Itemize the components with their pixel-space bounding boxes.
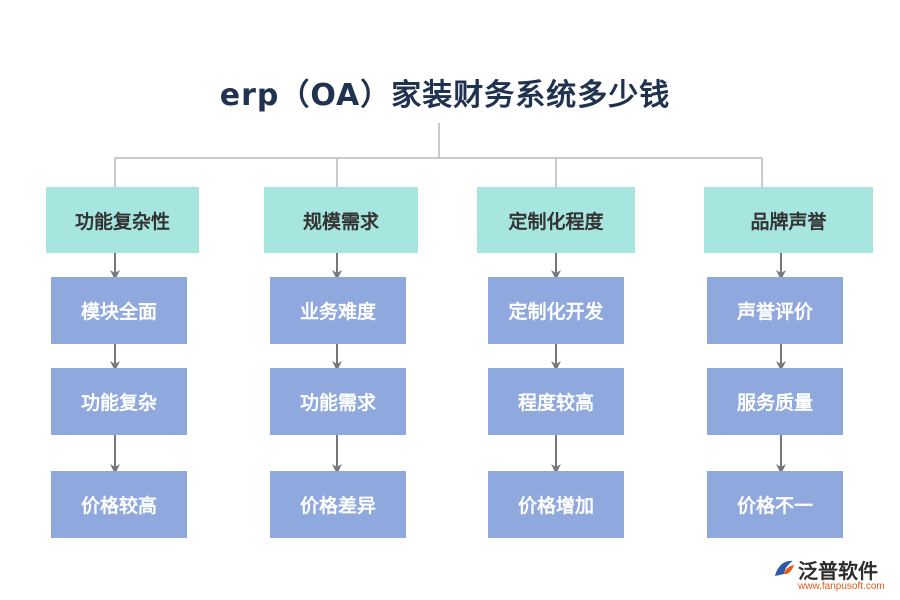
header-box-brand-reputation: 品牌声誉 [704, 187, 873, 253]
fanpu-logo-icon [775, 560, 794, 576]
item-box-col1-row2: 功能复杂 [51, 368, 187, 435]
item-box-col2-row3: 价格差异 [270, 471, 406, 538]
item-box-col4-row1: 声誉评价 [707, 277, 843, 344]
item-box-col3-row2: 程度较高 [488, 368, 624, 435]
diagram-title: erp（OA）家装财务系统多少钱 [219, 78, 671, 113]
item-box-col2-row2: 功能需求 [270, 368, 406, 435]
item-box-col4-row2: 服务质量 [707, 368, 843, 435]
item-box-col4-row3: 价格不一 [707, 471, 843, 538]
item-box-col1-row1: 模块全面 [51, 277, 187, 344]
item-box-col3-row3: 价格增加 [488, 471, 624, 538]
header-box-functional-complexity: 功能复杂性 [46, 187, 199, 253]
logo-url: www.fanpusoft.com [798, 581, 885, 592]
item-box-col1-row3: 价格较高 [51, 471, 187, 538]
logo-name: 泛普软件 [798, 559, 878, 583]
item-box-col3-row1: 定制化开发 [488, 277, 624, 344]
header-box-scale-requirement: 规模需求 [264, 187, 418, 253]
item-box-col2-row1: 业务难度 [270, 277, 406, 344]
header-box-customization-degree: 定制化程度 [477, 187, 635, 253]
fanpu-logo: 泛普软件 www.fanpusoft.com [772, 555, 892, 597]
